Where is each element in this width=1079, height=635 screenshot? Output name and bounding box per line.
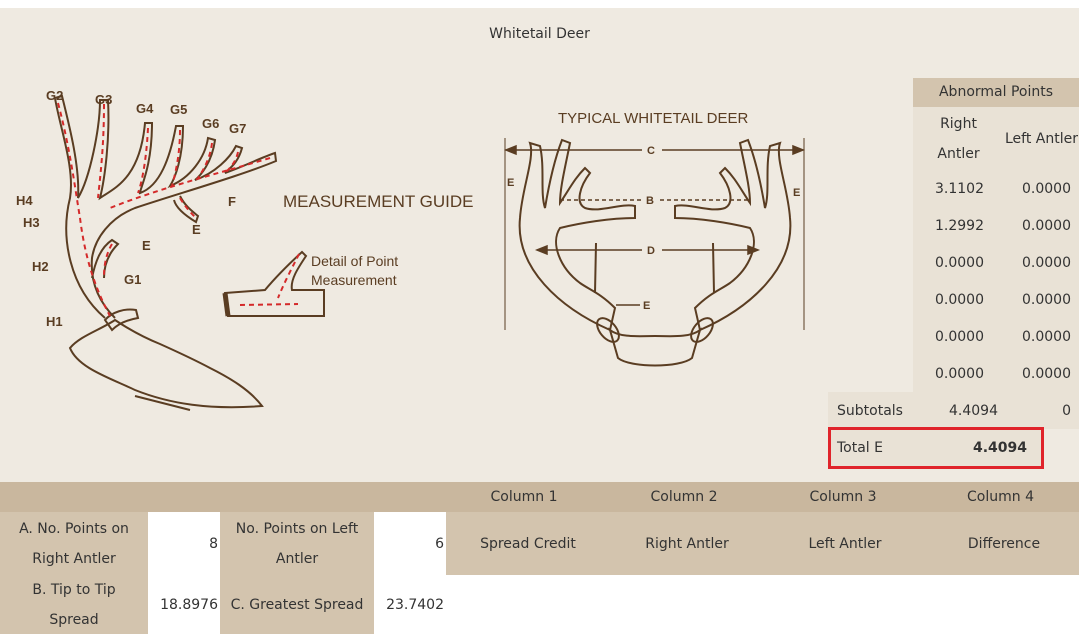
svg-text:G5: G5 bbox=[170, 102, 187, 117]
abnormal-left-value: 0.0000 bbox=[1022, 291, 1071, 308]
svg-text:H1: H1 bbox=[46, 314, 63, 329]
abnormal-left-value: 0.0000 bbox=[1022, 365, 1071, 382]
front-view-antlers bbox=[504, 138, 805, 367]
column-3-header: Column 3 bbox=[809, 489, 877, 505]
abnormal-row: 0.0000 0.0000 bbox=[913, 355, 1079, 392]
measurement-guide-title: MEASUREMENT GUIDE bbox=[283, 192, 474, 211]
points-left-label: No. Points on Left Antler bbox=[220, 512, 374, 575]
abnormal-subheader: Right Antler Left Antler bbox=[913, 107, 1079, 170]
svg-text:G4: G4 bbox=[136, 101, 154, 116]
front-measure-lines bbox=[503, 144, 806, 306]
svg-text:B: B bbox=[646, 195, 654, 207]
greatest-spread-label: C. Greatest Spread bbox=[220, 575, 374, 634]
subtotal-left: 0 bbox=[1062, 402, 1071, 419]
svg-text:H2: H2 bbox=[32, 259, 49, 274]
front-labels: C B D E E E bbox=[507, 145, 800, 312]
abnormal-right-value: 0.0000 bbox=[935, 254, 984, 271]
column-1-header: Column 1 bbox=[490, 489, 558, 505]
svg-text:G2: G2 bbox=[46, 88, 63, 103]
total-e-value: 4.4094 bbox=[972, 440, 1027, 456]
col-right-antler: Right Antler bbox=[937, 115, 980, 162]
svg-text:F: F bbox=[228, 194, 236, 209]
svg-text:E: E bbox=[793, 187, 800, 199]
subtotal-right: 4.4094 bbox=[949, 402, 998, 419]
detail-label-1: Detail of Point bbox=[311, 253, 398, 269]
svg-text:E: E bbox=[192, 222, 201, 237]
points-right-label: A. No. Points on Right Antler bbox=[0, 512, 148, 575]
abnormal-left-value: 0.0000 bbox=[1022, 328, 1071, 345]
abnormal-row: 0.0000 0.0000 bbox=[913, 318, 1079, 355]
abnormal-left-value: 0.0000 bbox=[1022, 180, 1071, 197]
column-4-header: Column 4 bbox=[967, 489, 1034, 505]
side-view-antler bbox=[53, 94, 278, 411]
svg-text:C: C bbox=[647, 145, 655, 157]
svg-text:D: D bbox=[647, 245, 655, 257]
col-desc-left-antler: Left Antler bbox=[808, 535, 882, 552]
column-header-bar: Column 1 Column 2 Column 3 Column 4 bbox=[0, 482, 1079, 512]
abnormal-row: 0.0000 0.0000 bbox=[913, 244, 1079, 281]
svg-text:G7: G7 bbox=[229, 121, 246, 136]
column-2-header: Column 2 bbox=[650, 489, 718, 505]
total-e-row: Total E 4.4094 bbox=[828, 427, 1044, 469]
abnormal-row: 1.2992 0.0000 bbox=[913, 207, 1079, 244]
abnormal-right-value: 0.0000 bbox=[935, 291, 984, 308]
svg-text:G3: G3 bbox=[95, 92, 112, 107]
svg-text:H3: H3 bbox=[23, 215, 40, 230]
subtotals-row: Subtotals 4.4094 0 bbox=[828, 392, 1079, 429]
col-desc-spread-credit: Spread Credit bbox=[480, 535, 576, 552]
abnormal-left-value: 0.0000 bbox=[1022, 254, 1071, 271]
detail-of-point-icon bbox=[222, 250, 325, 317]
svg-text:E: E bbox=[643, 300, 650, 312]
abnormal-row: 0.0000 0.0000 bbox=[913, 281, 1079, 318]
col-desc-difference: Difference bbox=[967, 535, 1041, 552]
abnormal-right-value: 0.0000 bbox=[935, 328, 984, 345]
svg-text:G6: G6 bbox=[202, 116, 219, 131]
svg-text:E: E bbox=[507, 177, 514, 189]
score-row-b: B. Tip to Tip Spread 18.8976 C. Greatest… bbox=[0, 575, 1079, 634]
abnormal-right-value: 3.1102 bbox=[935, 180, 984, 197]
page-title: Whitetail Deer bbox=[489, 26, 590, 42]
measurement-dashes bbox=[57, 102, 271, 317]
points-right-value[interactable]: 8 bbox=[148, 512, 220, 575]
svg-text:H4: H4 bbox=[16, 193, 33, 208]
col-desc-right-antler: Right Antler bbox=[645, 535, 729, 552]
score-row-a: A. No. Points on Right Antler 8 No. Poin… bbox=[0, 512, 1079, 575]
abnormal-right-value: 0.0000 bbox=[935, 365, 984, 382]
svg-text:G1: G1 bbox=[124, 272, 141, 287]
total-e-label: Total E bbox=[837, 440, 883, 456]
abnormal-left-value: 0.0000 bbox=[1022, 217, 1071, 234]
abnormal-points-table: Abnormal Points Right Antler Left Antler… bbox=[913, 78, 1079, 392]
typical-title: TYPICAL WHITETAIL DEER bbox=[558, 110, 748, 127]
col-left-antler: Left Antler bbox=[1005, 130, 1078, 147]
abnormal-points-header: Abnormal Points bbox=[913, 78, 1079, 107]
tip-to-tip-value[interactable]: 18.8976 bbox=[148, 575, 220, 634]
subtotals-label: Subtotals bbox=[837, 402, 903, 419]
abnormal-right-value: 1.2992 bbox=[935, 217, 984, 234]
tip-to-tip-label: B. Tip to Tip Spread bbox=[0, 575, 148, 634]
detail-label-2: Measurement bbox=[311, 272, 397, 288]
column-descriptions bbox=[446, 512, 1079, 575]
greatest-spread-value[interactable]: 23.7402 bbox=[374, 575, 446, 634]
points-left-value[interactable]: 6 bbox=[374, 512, 446, 575]
abnormal-row: 3.1102 0.0000 bbox=[913, 170, 1079, 207]
svg-text:E: E bbox=[142, 238, 151, 253]
